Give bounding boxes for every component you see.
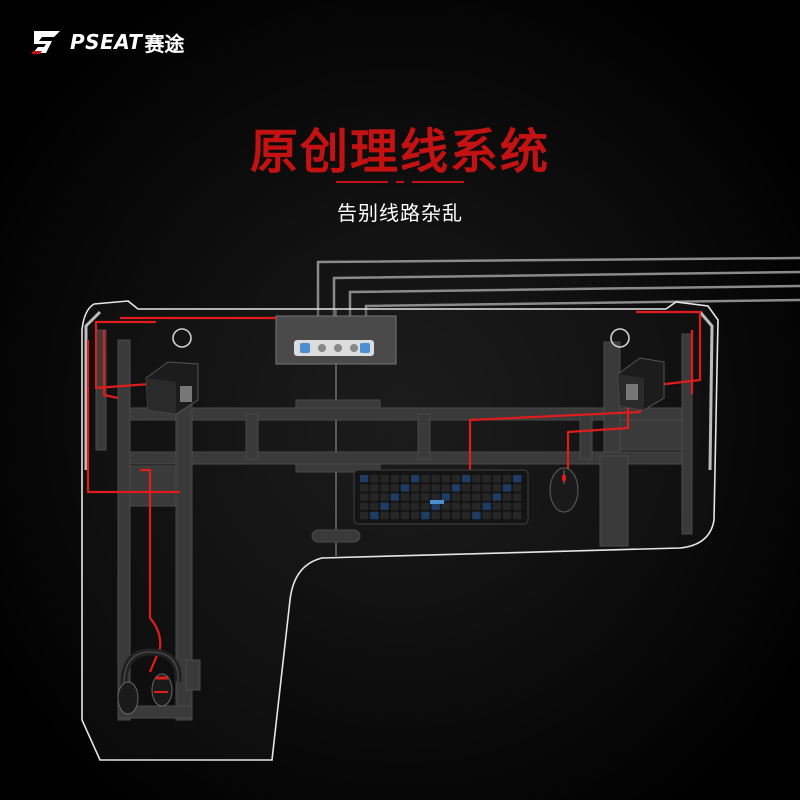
brand-name: PSEAT bbox=[70, 30, 143, 54]
speaker-icon-right bbox=[617, 357, 665, 411]
keyboard-key bbox=[431, 511, 440, 520]
brand-logo-icon bbox=[31, 31, 60, 54]
power-strip-icon bbox=[275, 315, 397, 365]
keyboard-key bbox=[441, 493, 450, 501]
keyboard-key bbox=[390, 484, 399, 492]
keyboard-key bbox=[513, 511, 522, 520]
keyboard-key bbox=[482, 475, 491, 483]
keyboard-key bbox=[380, 484, 389, 492]
keyboard-key bbox=[451, 475, 461, 483]
keyboard-key bbox=[431, 475, 440, 483]
keyboard-key bbox=[411, 475, 420, 483]
keyboard-key bbox=[482, 493, 491, 501]
keyboard-key bbox=[513, 502, 522, 510]
keyboard-key bbox=[380, 511, 389, 520]
brand-logo: PSEAT 赛途 bbox=[30, 24, 184, 60]
keyboard-key bbox=[492, 511, 501, 520]
keyboard-key bbox=[482, 502, 491, 510]
keyboard-key bbox=[421, 502, 430, 510]
keyboard-key bbox=[390, 475, 399, 483]
keyboard-key bbox=[421, 493, 430, 501]
page-title: 原创理线系统 bbox=[249, 124, 550, 180]
keyboard-key bbox=[482, 484, 491, 492]
keyboard-key bbox=[502, 511, 512, 520]
headphones-icon bbox=[117, 648, 182, 715]
keyboard-key bbox=[390, 502, 399, 510]
keyboard-key bbox=[421, 511, 430, 520]
speaker-icon-left bbox=[145, 361, 199, 415]
keyboard-key bbox=[400, 493, 410, 501]
keyboard-key bbox=[513, 475, 522, 483]
mouse-icon bbox=[549, 467, 579, 513]
keyboard-key bbox=[492, 502, 501, 510]
keyboard-key bbox=[370, 511, 379, 520]
keyboard-key bbox=[370, 484, 379, 492]
keyboard-key bbox=[472, 484, 481, 492]
keyboard-key bbox=[502, 493, 512, 501]
keyboard-key bbox=[451, 511, 461, 520]
keyboard-key bbox=[390, 511, 399, 520]
keyboard-key bbox=[482, 511, 491, 520]
keyboard-key bbox=[360, 502, 369, 510]
keyboard-key bbox=[441, 502, 450, 510]
keyboard-key bbox=[513, 484, 522, 492]
keyboard-key bbox=[472, 502, 481, 510]
keyboard-key bbox=[411, 484, 420, 492]
keyboard-key bbox=[462, 484, 471, 492]
keyboard-key bbox=[431, 502, 440, 510]
keyboard-key bbox=[502, 475, 512, 483]
keyboard-key bbox=[513, 493, 522, 501]
keyboard-key bbox=[451, 502, 461, 510]
keyboard-key bbox=[462, 511, 471, 520]
keyboard-key bbox=[400, 502, 410, 510]
keyboard-key bbox=[360, 493, 369, 501]
keyboard-key bbox=[492, 493, 501, 501]
keyboard-key bbox=[400, 511, 410, 520]
keyboard-key bbox=[431, 484, 440, 492]
keyboard-key bbox=[502, 502, 512, 510]
keyboard-key bbox=[472, 493, 481, 501]
keyboard-key bbox=[370, 475, 379, 483]
keyboard-key bbox=[390, 493, 399, 501]
page-subtitle: 告别线路杂乱 bbox=[337, 201, 463, 225]
keyboard-key bbox=[380, 493, 389, 501]
keyboard-key bbox=[462, 502, 471, 510]
keyboard-key bbox=[441, 475, 450, 483]
keyboard-key bbox=[451, 484, 461, 492]
keyboard-key bbox=[370, 502, 379, 510]
keyboard-key bbox=[492, 484, 501, 492]
keyboard-key bbox=[421, 475, 430, 483]
keyboard-key bbox=[360, 475, 369, 483]
title-divider bbox=[336, 181, 464, 183]
keyboard-key bbox=[472, 475, 481, 483]
keyboard-key bbox=[370, 493, 379, 501]
keyboard-key bbox=[462, 493, 471, 501]
keyboard-key bbox=[431, 493, 440, 501]
keyboard-key bbox=[492, 475, 501, 483]
keyboard-key bbox=[411, 511, 420, 520]
keyboard-icon bbox=[353, 469, 529, 525]
keyboard-key bbox=[451, 493, 461, 501]
brand-name-cn: 赛途 bbox=[144, 31, 185, 56]
keyboard-key bbox=[380, 475, 389, 483]
keyboard-key bbox=[441, 484, 450, 492]
keyboard-key bbox=[360, 511, 369, 520]
keyboard-key bbox=[400, 475, 410, 483]
keyboard-key bbox=[462, 475, 471, 483]
keyboard-key bbox=[441, 511, 450, 520]
keyboard-key bbox=[400, 484, 410, 492]
keyboard-key bbox=[411, 502, 420, 510]
keyboard-key bbox=[502, 484, 512, 492]
keyboard-key bbox=[411, 493, 420, 501]
keyboard-key bbox=[380, 502, 389, 510]
keyboard-key bbox=[472, 511, 481, 520]
keyboard-key bbox=[360, 484, 369, 492]
keyboard-key bbox=[421, 484, 430, 492]
